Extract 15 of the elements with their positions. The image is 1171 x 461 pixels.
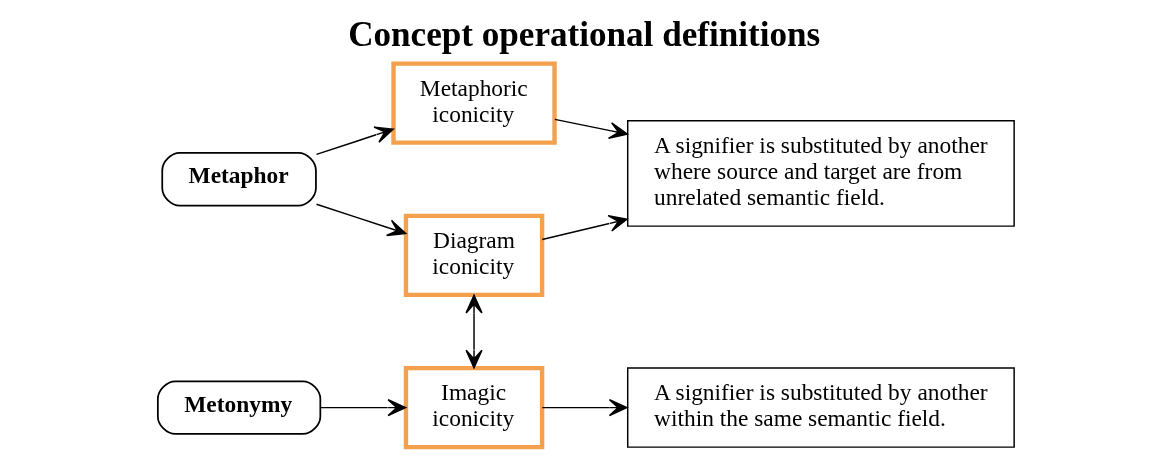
arrow	[319, 398, 406, 417]
arrow	[464, 294, 483, 369]
arrow	[541, 214, 628, 241]
node-box: Metaphoric iconicity	[390, 61, 557, 145]
arrow	[315, 126, 394, 156]
arrow	[315, 203, 407, 237]
arrow	[553, 118, 628, 140]
node-box: Metaphor	[160, 152, 317, 207]
node-box: Diagram iconicity	[403, 213, 544, 298]
node-box: A signifier is substituted by another within the same semantic field.	[626, 367, 1015, 448]
diagram-title: Concept operational definitions	[347, 15, 820, 55]
node-box: Metonymy	[156, 380, 321, 435]
node-box: A signifier is substituted by another where source and target are from unrelated semantic field.	[626, 120, 1015, 227]
arrow	[541, 398, 628, 417]
node-box: Imagic iconicity	[403, 365, 544, 450]
